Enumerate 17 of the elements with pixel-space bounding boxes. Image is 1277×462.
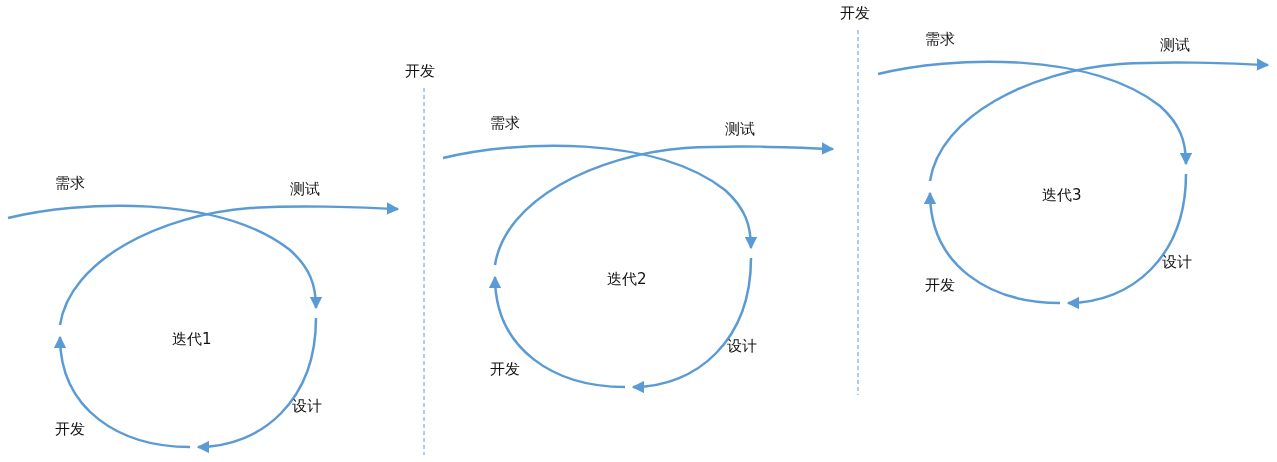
- stage-label: 设计: [727, 337, 757, 355]
- iteration-label: 迭代2: [607, 270, 647, 288]
- stage-label: 测试: [725, 120, 755, 138]
- stage-label: 开发: [405, 62, 435, 80]
- stage-label: 开发: [55, 420, 85, 438]
- stage-label: 设计: [1162, 253, 1192, 271]
- stage-label: 需求: [55, 174, 85, 192]
- stage-label: 测试: [290, 180, 320, 198]
- stage-label: 开发: [840, 4, 870, 22]
- stage-label: 设计: [292, 397, 322, 415]
- stage-label: 开发: [490, 360, 520, 378]
- stage-label: 开发: [925, 276, 955, 294]
- iteration-label: 迭代1: [172, 330, 212, 348]
- stage-label: 需求: [925, 30, 955, 48]
- stage-label: 测试: [1160, 36, 1190, 54]
- stage-label: 需求: [490, 114, 520, 132]
- iteration-label: 迭代3: [1042, 186, 1082, 204]
